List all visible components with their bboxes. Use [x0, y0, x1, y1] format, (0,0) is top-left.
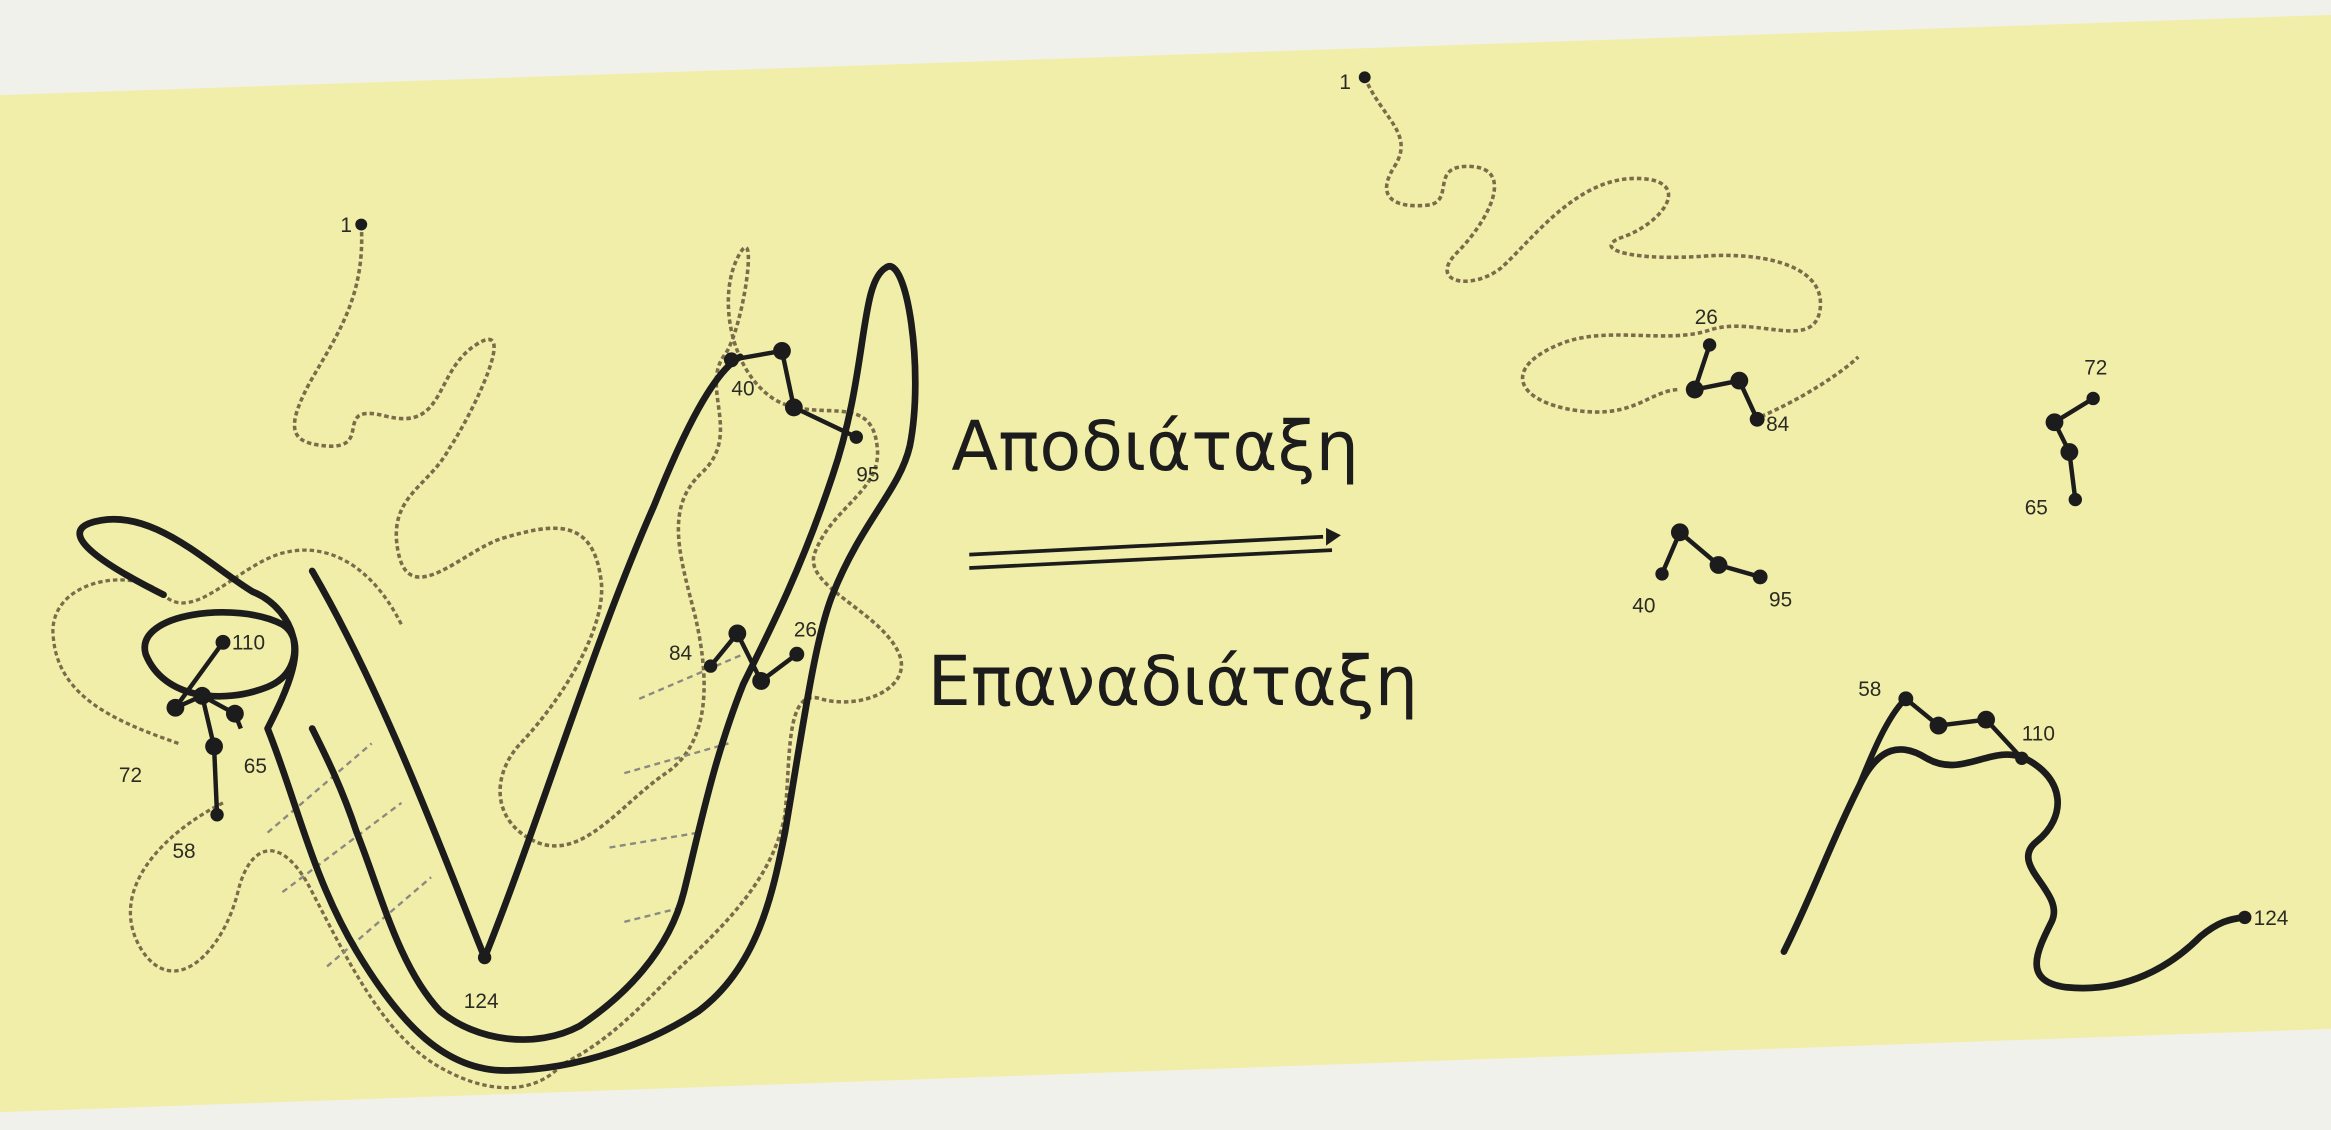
label-renaturation: Επαναδιάταξη — [928, 643, 1418, 722]
residue-label-84: 84 — [669, 642, 692, 665]
residue-label-40-unfolded: 40 — [1632, 595, 1655, 618]
residue-label-72: 72 — [119, 764, 142, 787]
start-dot-unfolded — [1359, 71, 1371, 83]
end-dot-unfolded — [2238, 911, 2251, 924]
paper-strip — [0, 15, 2331, 1112]
residue-label-40: 40 — [731, 377, 754, 400]
residue-label-95-unfolded: 95 — [1769, 589, 1792, 612]
residue-label-26: 26 — [794, 618, 817, 641]
end-label-folded: 124 — [464, 990, 499, 1013]
residue-label-65-unfolded: 65 — [2025, 496, 2048, 519]
residue-label-26-unfolded: 26 — [1695, 306, 1718, 329]
start-label-unfolded: 1 — [1339, 71, 1351, 94]
end-label-unfolded: 124 — [2254, 907, 2289, 930]
label-denaturation: Αποδιάταξη — [951, 408, 1358, 487]
residue-label-58: 58 — [172, 840, 195, 863]
start-dot-folded — [355, 219, 367, 231]
residue-label-65: 65 — [244, 755, 267, 778]
residue-label-72-unfolded: 72 — [2084, 357, 2107, 380]
residue-label-110: 110 — [232, 632, 265, 655]
start-label-folded: 1 — [340, 214, 352, 237]
residue-label-84-unfolded: 84 — [1766, 413, 1789, 436]
residue-label-110-unfolded: 110 — [2022, 722, 2055, 745]
end-dot-folded — [478, 951, 491, 964]
residue-label-95: 95 — [856, 464, 879, 487]
residue-label-58-unfolded: 58 — [1858, 678, 1881, 701]
